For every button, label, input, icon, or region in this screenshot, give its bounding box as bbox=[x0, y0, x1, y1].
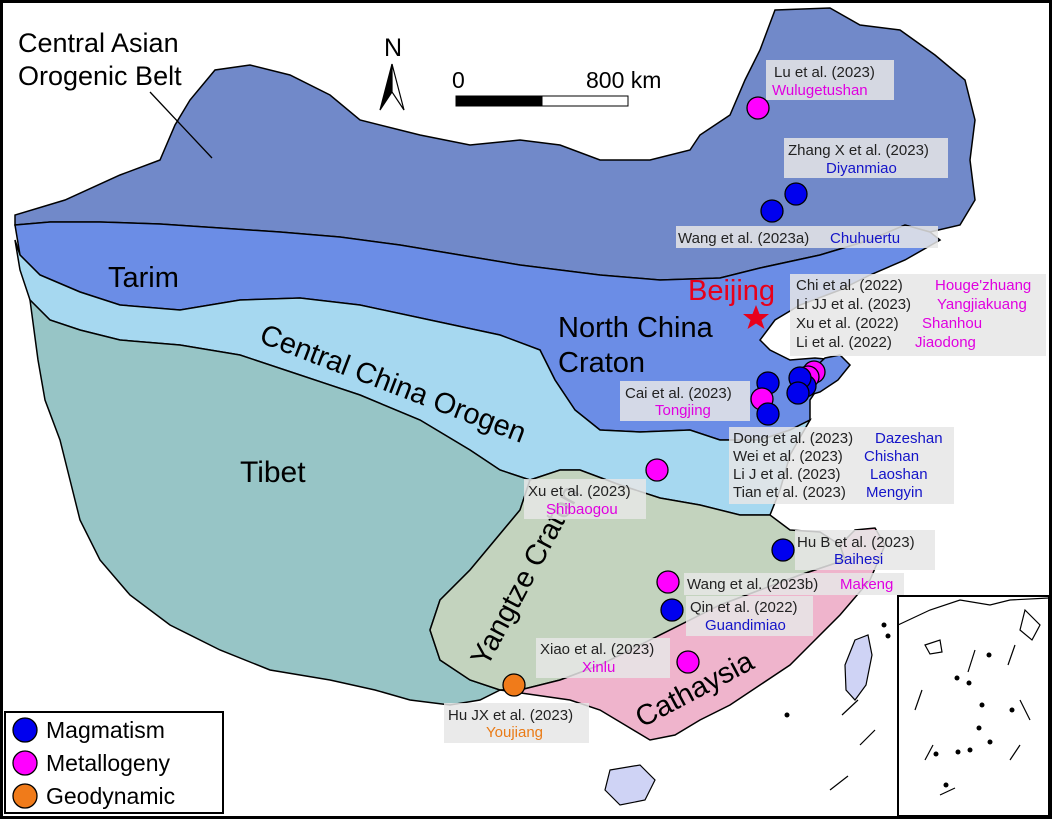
ref-hub: Hu B et al. (2023) Baihesi bbox=[795, 530, 935, 570]
scale-bar: 0 800 km bbox=[452, 67, 661, 107]
legend-metallogeny-label: Metallogeny bbox=[46, 750, 171, 776]
ref-wang2023b: Wang et al. (2023b) Makeng bbox=[684, 573, 904, 595]
svg-text:Chuhuertu: Chuhuertu bbox=[830, 230, 900, 247]
ref-xiao: Xiao et al. (2023) Xinlu bbox=[536, 638, 670, 678]
ref-cai: Cai et al. (2023) Tongjing bbox=[620, 381, 750, 421]
star-icon bbox=[743, 305, 769, 329]
svg-text:Tongjing: Tongjing bbox=[655, 402, 711, 419]
sea-island-dot bbox=[885, 633, 891, 639]
svg-text:Li J et al. (2023): Li J et al. (2023) bbox=[733, 466, 841, 483]
island-hainan bbox=[604, 764, 656, 806]
svg-text:Dong et al. (2023): Dong et al. (2023) bbox=[733, 430, 853, 447]
inset-south-china-sea bbox=[897, 595, 1050, 817]
marker-baihesi bbox=[771, 538, 795, 562]
legend-metallogeny-swatch bbox=[12, 750, 38, 776]
ref-east-group: Dong et al. (2023) Dazeshan Wei et al. (… bbox=[729, 427, 954, 504]
legend-magmatism-swatch bbox=[12, 717, 38, 743]
marker-youjiang bbox=[502, 673, 526, 697]
svg-text:Wang et al. (2023b): Wang et al. (2023b) bbox=[687, 576, 818, 593]
svg-text:Guandimiao: Guandimiao bbox=[705, 617, 786, 634]
label-beijing: Beijing bbox=[688, 275, 775, 307]
svg-text:Dazeshan: Dazeshan bbox=[875, 430, 943, 447]
svg-text:Li JJ et al. (2023): Li JJ et al. (2023) bbox=[796, 296, 911, 313]
svg-text:Tian et al. (2023): Tian et al. (2023) bbox=[733, 484, 846, 501]
svg-text:Hu B et al. (2023): Hu B et al. (2023) bbox=[797, 534, 915, 551]
marker-xinlu bbox=[676, 650, 700, 674]
scale-bar-end: 800 km bbox=[586, 67, 661, 93]
svg-text:Mengyin: Mengyin bbox=[866, 484, 923, 501]
sea-island-dot bbox=[881, 622, 887, 628]
marker-shibaogou bbox=[645, 458, 669, 482]
ref-wang2023a: Wang et al. (2023a) Chuhuertu bbox=[676, 226, 938, 248]
marker-diyanmiao bbox=[784, 182, 808, 206]
svg-text:Xinlu: Xinlu bbox=[582, 659, 615, 676]
svg-text:Cai et al. (2023): Cai et al. (2023) bbox=[625, 385, 732, 402]
label-ncc-line2: Craton bbox=[558, 347, 645, 379]
label-ncc-line1: North China bbox=[558, 312, 714, 344]
svg-text:Chishan: Chishan bbox=[864, 448, 919, 465]
legend-geodynamic-label: Geodynamic bbox=[46, 783, 175, 809]
ref-xu2023: Xu et al. (2023) Shibaogou bbox=[524, 479, 646, 519]
svg-text:Shanhou: Shanhou bbox=[922, 315, 982, 332]
svg-text:Houge'zhuang: Houge'zhuang bbox=[935, 277, 1031, 294]
svg-text:Xu et al. (2023): Xu et al. (2023) bbox=[528, 483, 631, 500]
svg-text:Zhang X et al. (2023): Zhang X et al. (2023) bbox=[788, 142, 929, 159]
svg-text:Youjiang: Youjiang bbox=[486, 724, 543, 741]
ref-qin: Qin et al. (2022) Guandimiao bbox=[686, 596, 813, 636]
label-caob-line1: Central Asian bbox=[18, 28, 179, 58]
svg-text:Lu et al. (2023): Lu et al. (2023) bbox=[774, 64, 875, 81]
ref-ncc-group: Chi et al. (2022) Houge'zhuang Li JJ et … bbox=[790, 274, 1046, 356]
ref-lu: Lu et al. (2023) Wulugetushan bbox=[766, 60, 894, 100]
north-arrow-label: N bbox=[384, 34, 402, 62]
ref-hujx: Hu JX et al. (2023) Youjiang bbox=[444, 703, 589, 743]
ref-zhangx: Zhang X et al. (2023) Diyanmiao bbox=[784, 138, 948, 178]
marker-chishan bbox=[756, 402, 780, 426]
svg-text:Hu JX et al. (2023): Hu JX et al. (2023) bbox=[448, 707, 573, 724]
label-caob-line2: Orogenic Belt bbox=[18, 61, 182, 91]
marker-wulugetushan bbox=[746, 96, 770, 120]
site-markers bbox=[502, 96, 826, 697]
sea-boundary-dashes bbox=[829, 699, 876, 791]
svg-text:Makeng: Makeng bbox=[840, 576, 893, 593]
svg-text:Wang et al. (2023a): Wang et al. (2023a) bbox=[678, 230, 809, 247]
svg-text:Jiaodong: Jiaodong bbox=[915, 334, 976, 351]
legend: Magmatism Metallogeny Geodynamic bbox=[4, 711, 224, 814]
marker-makeng bbox=[656, 570, 680, 594]
sea-island-dot bbox=[784, 712, 790, 718]
svg-text:Chi et al. (2022): Chi et al. (2022) bbox=[796, 277, 903, 294]
svg-text:Li et al. (2022): Li et al. (2022) bbox=[796, 334, 892, 351]
label-tibet: Tibet bbox=[240, 456, 306, 489]
svg-text:Xu et al. (2022): Xu et al. (2022) bbox=[796, 315, 899, 332]
marker-guandimiao bbox=[660, 598, 684, 622]
marker-chuhuertu bbox=[760, 199, 784, 223]
svg-text:Yangjiakuang: Yangjiakuang bbox=[937, 296, 1027, 313]
svg-text:Qin et al. (2022): Qin et al. (2022) bbox=[690, 599, 798, 616]
svg-text:Wei et al. (2023): Wei et al. (2023) bbox=[733, 448, 843, 465]
north-arrow-icon: N bbox=[379, 34, 405, 111]
label-tarim: Tarim bbox=[108, 262, 179, 294]
svg-text:Diyanmiao: Diyanmiao bbox=[826, 160, 897, 177]
marker-dazeshan bbox=[786, 381, 810, 405]
scale-bar-start: 0 bbox=[452, 67, 465, 93]
svg-text:Baihesi: Baihesi bbox=[834, 551, 883, 568]
caob-leader-line bbox=[149, 91, 213, 159]
legend-geodynamic-swatch bbox=[12, 783, 38, 809]
svg-text:Laoshan: Laoshan bbox=[870, 466, 928, 483]
legend-magmatism-label: Magmatism bbox=[46, 717, 165, 743]
island-taiwan bbox=[844, 634, 873, 701]
svg-text:Xiao et al. (2023): Xiao et al. (2023) bbox=[540, 641, 654, 658]
svg-text:Shibaogou: Shibaogou bbox=[546, 501, 618, 518]
svg-text:Wulugetushan: Wulugetushan bbox=[772, 82, 868, 99]
